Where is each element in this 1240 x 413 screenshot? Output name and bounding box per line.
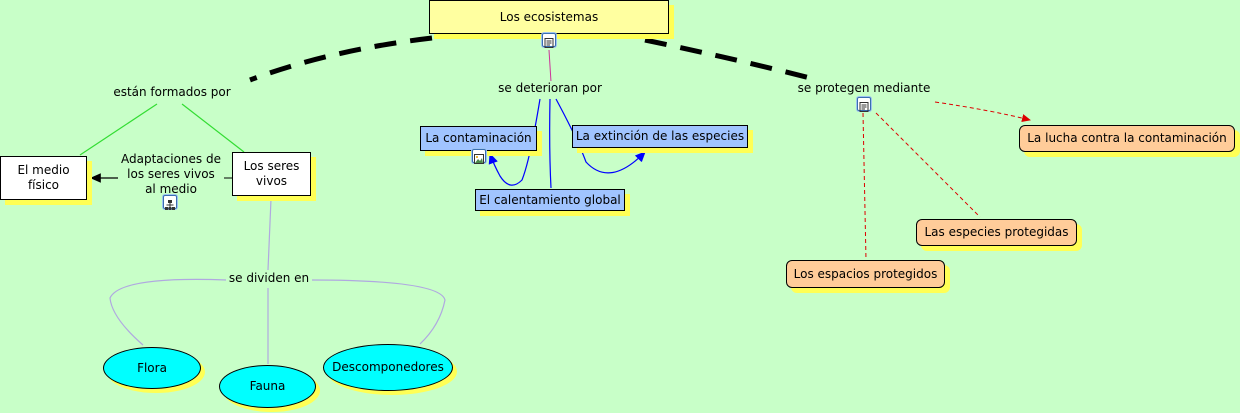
link-divided-desc [309,279,446,345]
link-label-formed: están formados por [110,85,234,100]
link-root-deteriorate [548,49,552,83]
root-label: Los ecosistemas [499,9,599,24]
node-medio-fisico[interactable]: El medio físico [0,156,87,200]
node-espacios-label: Los espacios protegidos [793,266,938,281]
node-lucha-label: La lucha contra la contaminación [1027,131,1227,145]
link-det-calent [549,98,552,189]
link-label-divided: se dividen en [226,271,312,286]
image-icon[interactable] [472,149,486,164]
link-label-protected: se protegen mediante [796,81,932,96]
node-descomponedores-label: Descomponedores [332,360,444,374]
hierarchy-icon[interactable] [163,195,177,210]
node-fauna[interactable]: Fauna [219,365,316,408]
node-contaminacion[interactable]: La contaminación [420,126,537,151]
link-prot-espacios [862,112,867,261]
node-especies-protegidas[interactable]: Las especies protegidas [916,219,1077,246]
node-espacios-protegidos[interactable]: Los espacios protegidos [786,260,945,288]
node-seres-vivos-label: Los seres vivos [243,159,300,188]
node-descomponedores[interactable]: Descomponedores [323,344,453,391]
node-calentamiento-label: El calentamiento global [479,192,621,207]
link-label-adaptations: Adaptaciones de los seres vivos al medio [118,152,224,197]
node-especies-label: Las especies protegidas [924,225,1069,239]
document-icon-protect[interactable] [857,97,871,112]
link-root-formed [249,35,433,83]
link-det-extin [555,98,646,174]
node-extincion-label: La extinción de las especies [575,129,745,143]
node-lucha-contaminacion[interactable]: La lucha contra la contaminación [1019,125,1235,152]
node-flora[interactable]: Flora [103,347,201,389]
link-seres-divided [267,198,272,271]
node-calentamiento[interactable]: El calentamiento global [475,189,625,211]
root-node[interactable]: Los ecosistemas [429,0,669,34]
link-label-deteriorate: se deterioran por [494,81,606,96]
link-divided-flora [109,278,228,346]
link-prot-lucha [934,101,1031,122]
node-fauna-label: Fauna [249,379,286,393]
node-seres-vivos[interactable]: Los seres vivos [232,152,311,196]
link-root-protected [644,37,819,83]
document-icon[interactable] [542,33,556,48]
node-contaminacion-label: La contaminación [425,131,532,145]
node-flora-label: Flora [137,360,167,375]
link-formed-seres [181,103,245,153]
link-formed-medio [79,103,158,156]
node-extincion[interactable]: La extinción de las especies [572,125,748,148]
node-medio-fisico-label: El medio físico [17,163,70,192]
link-prot-especies [875,112,981,218]
